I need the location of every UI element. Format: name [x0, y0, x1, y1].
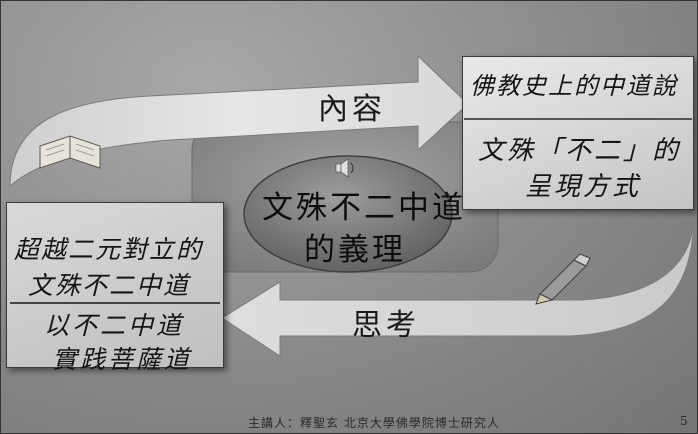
- center-ellipse: [243, 155, 453, 273]
- center-title-line2: 的義理: [304, 232, 406, 268]
- left-box-line1: 超越二元對立的: [14, 235, 204, 264]
- right-box-line3: 呈現方式: [525, 172, 642, 202]
- open-book-icon: [39, 135, 101, 169]
- page-number: 5: [680, 414, 688, 428]
- right-box-title: 佛教史上的中道說: [470, 72, 678, 100]
- left-box-line3: 以不二中道: [44, 311, 185, 340]
- pencil-icon: [535, 253, 591, 305]
- top-arrow-label: 內容: [318, 92, 386, 127]
- left-box-line4: 實践菩薩道: [52, 345, 193, 374]
- center-title-line1: 文殊不二中道: [262, 190, 466, 226]
- speaker-icon: [335, 158, 354, 178]
- bottom-arrow-band: [221, 213, 695, 357]
- footer-credit: 主講人：釋聖玄 北京大學佛學院博士研究人: [248, 416, 500, 430]
- left-box-divider: [10, 302, 220, 304]
- left-box: [6, 202, 224, 368]
- right-box-divider: [464, 118, 692, 120]
- bottom-arrow-label: 思考: [352, 308, 420, 343]
- right-box: [462, 56, 694, 210]
- left-box-line2: 文殊不二中道: [28, 271, 191, 300]
- right-box-line2: 文殊「不二」的: [478, 136, 682, 166]
